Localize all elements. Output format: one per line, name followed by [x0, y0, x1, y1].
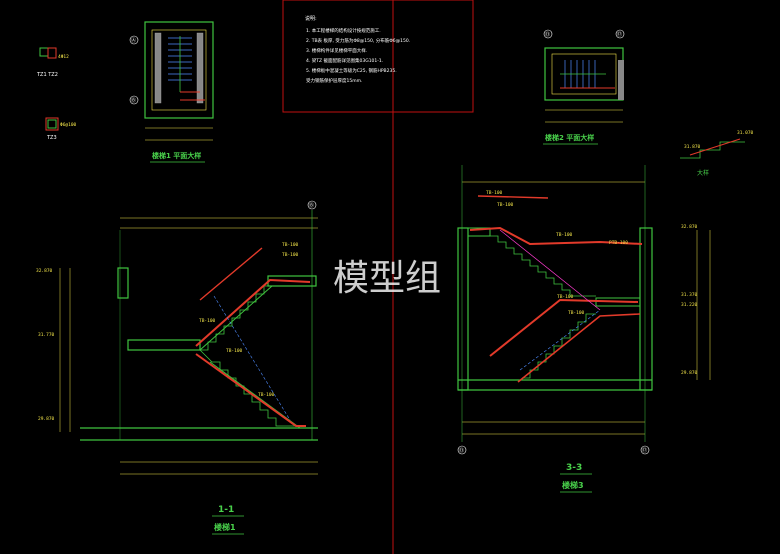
elevation-label: 31.070 [737, 130, 754, 136]
member-label: TB-100 [557, 294, 574, 300]
note-line: 受力钢筋保护层厚度15mm. [306, 77, 362, 84]
section-title: 楼梯1 [214, 522, 236, 532]
elevation-label: 31.870 [684, 144, 701, 150]
section-title: 楼梯3 [562, 480, 584, 490]
member-label: TB-100 [258, 392, 275, 398]
notes-panel: 说明: 1. 本工程楼梯的结构设计按规范施工. 2. TB表 板厚, 受力筋为Φ… [305, 15, 410, 84]
stair-plan-2: ⑬ ⑰ 楼梯2 平面大样 [543, 29, 625, 145]
elevation-label: 31.370 [681, 292, 698, 298]
member-label: PTB-100 [609, 240, 628, 246]
stair-plan-1: Ⓐ Ⓑ 楼梯1 平面大样 [129, 21, 214, 163]
member-label: TB-100 [282, 252, 299, 258]
grid-label: Ⓑ [309, 202, 314, 209]
column-note: 4Φ12 [58, 54, 69, 60]
stair-section-3: TB-100 TB-100 TB-100 PTB-100 TB-100 TB-1… [457, 165, 711, 493]
column-detail: 4Φ12 TZ1 TZ2 Φ6@100 TZ3 [36, 47, 77, 141]
grid-label: ⑬ [545, 31, 550, 38]
elevation-label: 32.870 [681, 224, 698, 230]
watermark: 模型组 [333, 258, 441, 299]
grid-label: ⑰ [617, 31, 622, 38]
grid-bubble [640, 445, 650, 455]
note-line: 3. 楼梯构件详见楼梯平面大样. [306, 47, 367, 54]
grid-label: Ⓑ [131, 97, 136, 104]
elevation-label: 32.870 [36, 268, 53, 274]
section-number: 1-1 [218, 505, 234, 515]
stair-section-1: TB-100 TB-100 TB-100 TB-100 TB-100 32.87… [36, 200, 318, 535]
plan-title: 楼梯2 平面大样 [545, 133, 594, 142]
member-label: TB-100 [486, 190, 503, 196]
note-line: 2. TB表 板厚, 受力筋为Φ8@150, 分布筋Φ6@150. [306, 37, 410, 44]
grid-bubble [543, 29, 553, 39]
elevation-label: 31.220 [681, 302, 698, 308]
grid-label: Ⓐ [131, 37, 136, 44]
grid-bubble [615, 29, 625, 39]
member-label: TB-100 [568, 310, 585, 316]
member-label: TB-100 [282, 242, 299, 248]
grid-label: ⑬ [459, 447, 464, 454]
notes-heading: 说明: [305, 15, 317, 22]
elevation-label: 29.870 [38, 416, 55, 422]
grid-bubble [307, 200, 317, 210]
note-line: 1. 本工程楼梯的结构设计按规范施工. [306, 27, 381, 34]
detail-title: 大样 [697, 169, 709, 177]
note-line: 5. 楼梯板中混凝土等级为C25, 钢筋HPB235. [306, 67, 397, 74]
column-label: TZ3 [46, 135, 57, 141]
grid-bubble [457, 445, 467, 455]
column-note: Φ6@100 [60, 122, 77, 128]
elevation-label: 31.770 [38, 332, 55, 338]
grid-bubble [129, 95, 139, 105]
member-label: TB-100 [556, 232, 573, 238]
sheet-frame [282, 0, 474, 554]
member-label: TB-100 [199, 318, 216, 324]
column-label: TZ1 TZ2 [36, 72, 58, 78]
elevation-label: 29.870 [681, 370, 698, 376]
member-label: TB-100 [497, 202, 514, 208]
grid-label: ⑰ [642, 447, 647, 454]
plan-title: 楼梯1 平面大样 [152, 151, 201, 160]
note-line: 4. 梁TZ 截面配筋详见图集03G101-1. [306, 57, 383, 64]
section-number: 3-3 [566, 463, 582, 473]
member-label: TB-100 [226, 348, 243, 354]
grid-bubble [129, 35, 139, 45]
tread-detail: 31.870 31.070 大样 [680, 130, 754, 177]
